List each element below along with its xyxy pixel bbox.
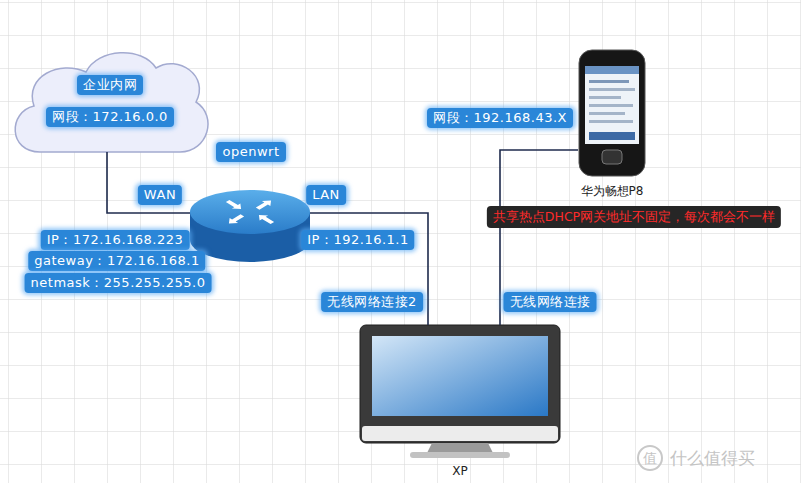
router-node: openwrt: [190, 141, 312, 265]
network-link: [107, 152, 190, 213]
cloud-network: 企业内网网段：172.16.0.0: [15, 55, 205, 160]
router-icon: [190, 190, 310, 262]
network-name: 企业内网: [77, 75, 143, 95]
warning-note: 共享热点DHCP网关地址不固定，每次都会不一样: [487, 206, 781, 228]
ip-label: IP：172.16.168.223: [41, 230, 190, 250]
device-name: XP: [452, 462, 467, 480]
watermark-logo: [638, 446, 662, 470]
phone-icon: [579, 50, 645, 176]
subnet-label: 网段：192.168.43.X: [427, 108, 573, 128]
ip-label: IP：192.16.1.1: [301, 230, 414, 250]
device-name: 华为畅想P8: [581, 182, 644, 200]
link-label: 无线网络连接2: [321, 292, 423, 312]
netmask-label: netmask：255.255.255.0: [25, 273, 212, 293]
port-label: LAN: [306, 185, 346, 205]
monitor-icon: [360, 325, 560, 458]
watermark: 值: [643, 449, 657, 467]
computer-node: XP: [360, 325, 560, 480]
port-label: WAN: [138, 185, 182, 205]
port-label: 无线网络连接: [504, 292, 597, 312]
phone-node: 华为畅想P8: [574, 48, 650, 200]
subnet-label: 网段：172.16.0.0: [46, 107, 174, 127]
router-name: openwrt: [216, 142, 285, 162]
watermark: 什么值得买: [670, 449, 755, 467]
cloud-shape: [15, 53, 208, 152]
gateway-label: gateway：172.16.168.1: [28, 251, 205, 271]
